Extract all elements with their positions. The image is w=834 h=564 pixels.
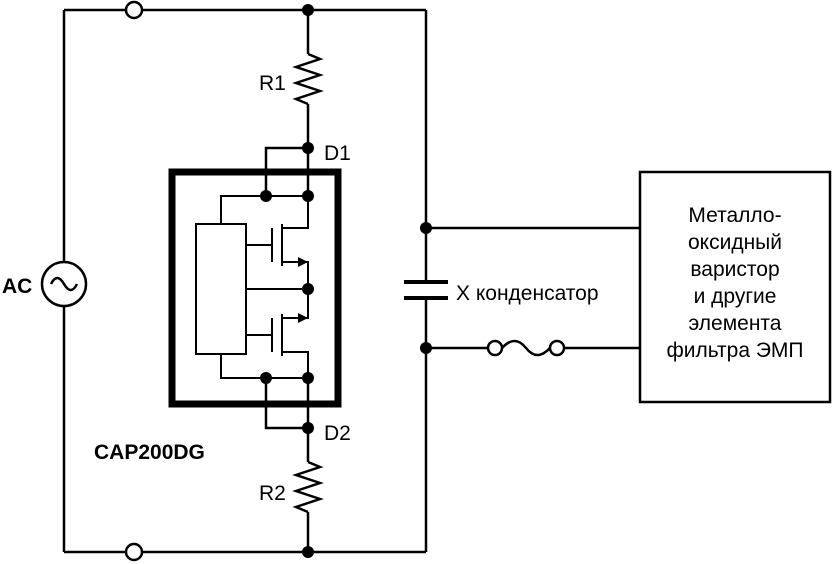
d2-label: D2 (324, 422, 351, 445)
block-line-3: варистор (690, 258, 779, 281)
terminal-bottom (124, 542, 144, 562)
controller-block (195, 223, 247, 355)
ac-label: AC (2, 275, 32, 298)
block-line-6: фильтра ЭМП (666, 339, 803, 362)
fuse (486, 339, 566, 357)
x-capacitor (404, 280, 448, 300)
resistor-r1 (292, 52, 324, 106)
mosfet-upper (271, 220, 309, 289)
chip-label: CAP200DG (94, 441, 205, 464)
x-capacitor-label: X конденсатор (456, 282, 599, 305)
mosfet-lower (271, 289, 309, 356)
terminal-top (124, 0, 144, 20)
junction-dots (260, 4, 432, 558)
d1-loop (264, 146, 308, 196)
block-line-1: Металло- (688, 204, 781, 227)
resistor-r2 (292, 460, 324, 514)
d2-loop (264, 378, 308, 430)
cap200dg-package (168, 168, 342, 408)
internal-wiring (220, 195, 309, 379)
outer-wires (62, 8, 428, 554)
r1-label: R1 (259, 72, 286, 95)
ac-source (40, 260, 88, 308)
emi-filter-block (638, 170, 832, 404)
block-wires (426, 226, 640, 350)
block-line-2: оксидный (688, 231, 782, 254)
r2-label: R2 (259, 482, 286, 505)
block-line-4: и другие (694, 285, 777, 308)
block-line-5: элемента (689, 312, 782, 335)
emi-filter-text: Металло- оксидный варистор и другие элем… (666, 204, 803, 362)
d1-label: D1 (324, 142, 351, 165)
